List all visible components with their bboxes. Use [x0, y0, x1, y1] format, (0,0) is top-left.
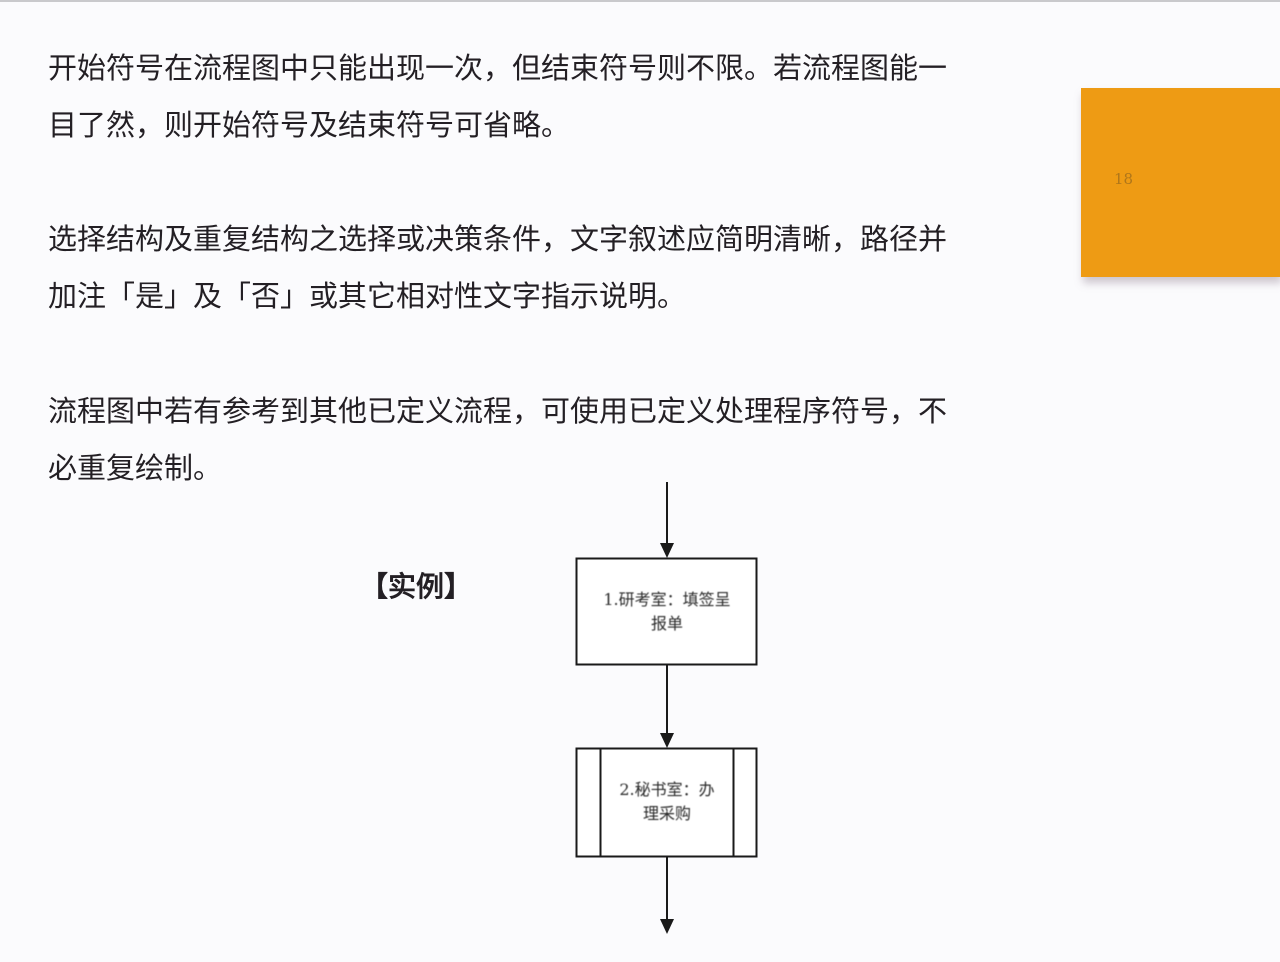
arrow-node1-to-node2: [660, 665, 674, 748]
example-heading: 【实例】: [360, 570, 473, 603]
node1-label: 1.研考室：填签呈 报单: [592, 588, 742, 636]
arrowhead-icon: [660, 733, 674, 748]
slide-page-marker: 18: [1081, 88, 1280, 277]
paragraph-start-end-symbols: 开始符号在流程图中只能出现一次，但结束符号则不限。若流程图能一 目了然，则开始符…: [48, 40, 1068, 154]
paragraph-decision-conditions: 选择结构及重复结构之选择或决策条件，文字叙述应简明清晰，路径并 加注「是」及「否…: [48, 211, 1068, 325]
node-label-line: 2.秘书室：办: [619, 780, 715, 799]
arrow-node2-to-end: [660, 857, 674, 934]
node-label-line: 理采购: [642, 804, 691, 823]
paragraph-predefined-process: 流程图中若有参考到其他已定义流程，可使用已定义处理程序符号，不 必重复绘制。: [48, 383, 1068, 497]
paragraph-line: 选择结构及重复结构之选择或决策条件，文字叙述应简明清晰，路径并: [48, 222, 948, 256]
top-border-rule: [0, 0, 1280, 2]
paragraph-line: 必重复绘制。: [48, 451, 223, 485]
node2-label: 2.秘书室：办 理采购: [592, 778, 742, 826]
arrowhead-icon: [660, 543, 674, 558]
paragraph-line: 目了然，则开始符号及结束符号可省略。: [48, 108, 571, 142]
node-label-line: 报单: [650, 614, 683, 633]
page-number: 18: [1114, 170, 1134, 188]
paragraph-line: 流程图中若有参考到其他已定义流程，可使用已定义处理程序符号，不: [48, 394, 948, 428]
paragraph-line: 加注「是」及「否」或其它相对性文字指示说明。: [48, 279, 687, 313]
paragraph-line: 开始符号在流程图中只能出现一次，但结束符号则不限。若流程图能一: [48, 51, 948, 85]
arrowhead-icon: [660, 919, 674, 934]
node-label-line: 1.研考室：填签呈: [603, 590, 731, 609]
